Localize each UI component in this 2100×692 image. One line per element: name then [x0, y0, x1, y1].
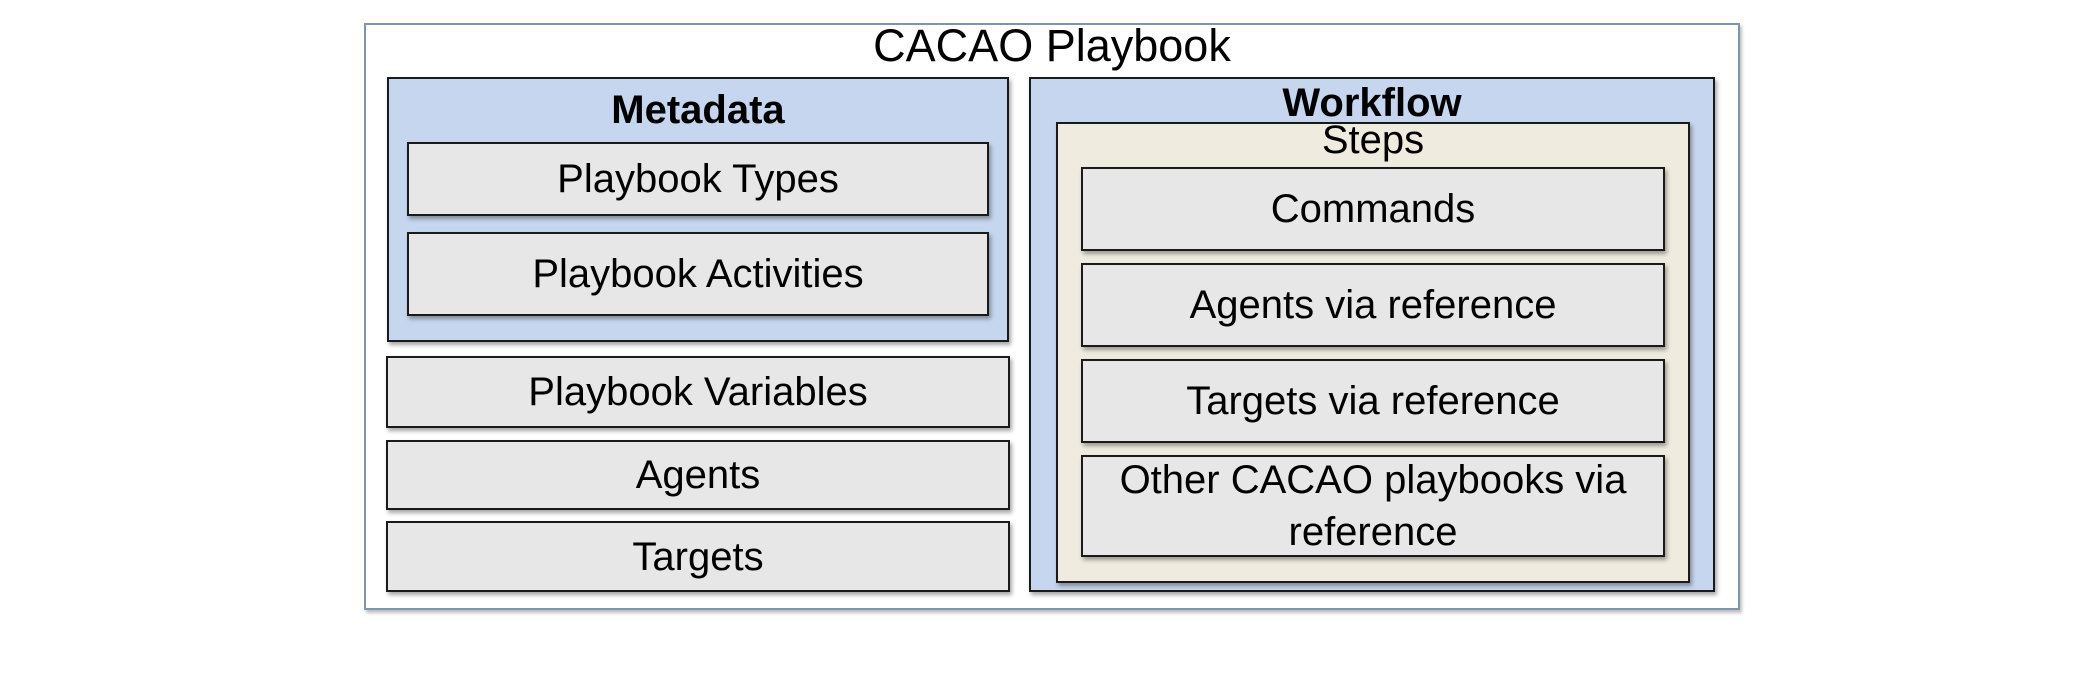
metadata-item-playbook-activities: Playbook Activities — [407, 232, 989, 316]
playbook-variables-box: Playbook Variables — [386, 356, 1010, 428]
step-item-other-cacao-playbooks: Other CACAO playbooks via reference — [1081, 455, 1665, 557]
agents-box: Agents — [386, 440, 1010, 510]
step-item-agents-via-reference: Agents via reference — [1081, 263, 1665, 347]
metadata-heading: Metadata — [611, 88, 785, 132]
step-item-targets-via-reference: Targets via reference — [1081, 359, 1665, 443]
diagram-title: CACAO Playbook — [873, 20, 1231, 71]
steps-heading: Steps — [1321, 118, 1425, 162]
targets-box: Targets — [386, 521, 1010, 592]
metadata-item-playbook-types: Playbook Types — [407, 142, 989, 216]
workflow-heading: Workflow — [1282, 81, 1462, 125]
step-item-commands: Commands — [1081, 167, 1665, 251]
